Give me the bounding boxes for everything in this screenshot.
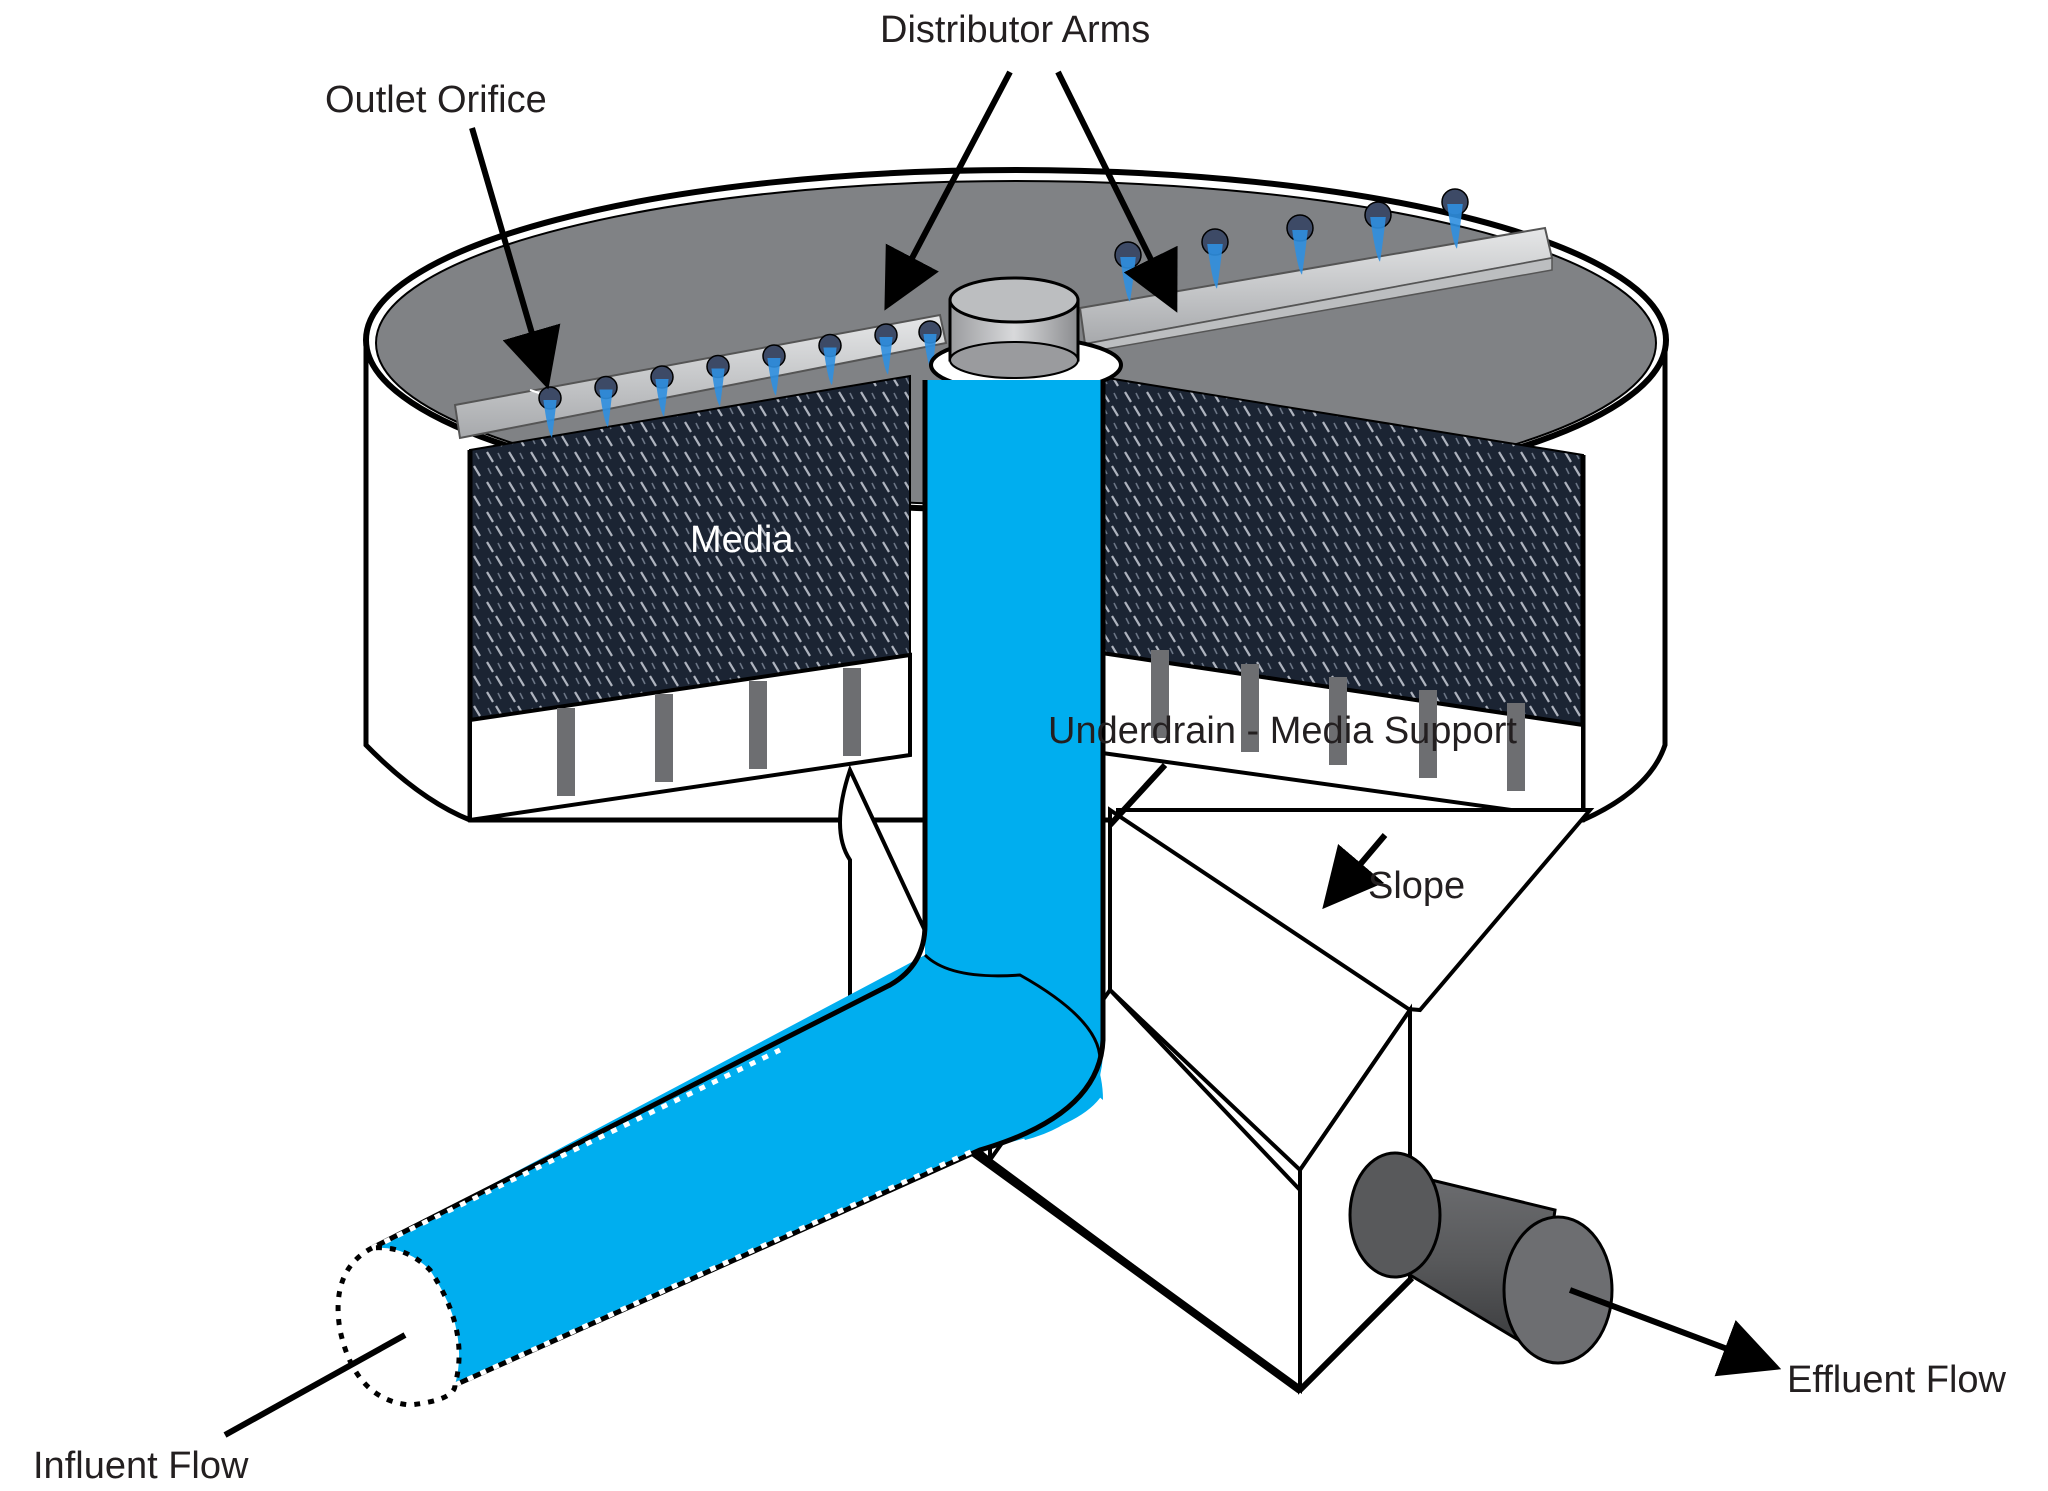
channel-right-edge — [1297, 1275, 1415, 1393]
support-post — [1329, 677, 1347, 765]
arrow-underdrain — [1107, 762, 1168, 828]
label-media: Media — [690, 519, 794, 561]
spray-droplet — [879, 337, 893, 375]
spray-droplet — [655, 379, 669, 417]
spray-droplet — [923, 334, 937, 372]
spray-droplet — [1447, 204, 1463, 249]
arrow-influent — [223, 1332, 407, 1438]
support-post — [749, 681, 767, 769]
spray-droplet — [711, 368, 725, 407]
channel-bottom-edge — [967, 1146, 1303, 1394]
arrow-effluent — [1568, 1287, 1782, 1377]
support-post — [557, 708, 575, 796]
support-post — [1419, 690, 1437, 778]
arrow-outlet-orifice — [469, 127, 561, 390]
support-posts — [557, 650, 1525, 796]
label-effluent-flow: Effluent Flow — [1787, 1359, 2007, 1401]
arrow-distributor-right — [1055, 70, 1178, 313]
spray-droplet — [543, 400, 557, 438]
underdrain-left — [468, 652, 912, 823]
distributor-head — [929, 276, 1123, 394]
influent-pipe — [335, 380, 1106, 1408]
spray-droplet — [1207, 244, 1223, 289]
leader-lines — [223, 70, 1782, 1438]
label-slope: Slope — [1368, 865, 1465, 907]
spray-droplet — [1370, 217, 1386, 262]
arrow-distributor-left — [884, 70, 1013, 311]
outlet-orifices-left — [538, 320, 942, 438]
support-post — [1241, 664, 1259, 752]
effluent-pipe-end — [1502, 1215, 1614, 1365]
label-underdrain: Underdrain - Media Support — [1048, 710, 1517, 752]
arrow-slope — [1322, 833, 1388, 910]
influent-opening — [335, 1245, 462, 1408]
spray-droplet — [767, 358, 781, 396]
spray-droplet — [599, 389, 613, 428]
support-post — [655, 694, 673, 782]
spray-droplet — [823, 347, 837, 386]
label-outlet-orifice: Outlet Orifice — [325, 79, 547, 121]
support-post — [1507, 703, 1525, 791]
effluent-pipe — [1348, 1151, 1614, 1365]
support-post — [1151, 650, 1169, 738]
spray-droplet — [1292, 230, 1308, 275]
label-distributor-arms: Distributor Arms — [880, 9, 1150, 51]
label-influent-flow: Influent Flow — [33, 1445, 249, 1487]
support-post — [843, 668, 861, 756]
